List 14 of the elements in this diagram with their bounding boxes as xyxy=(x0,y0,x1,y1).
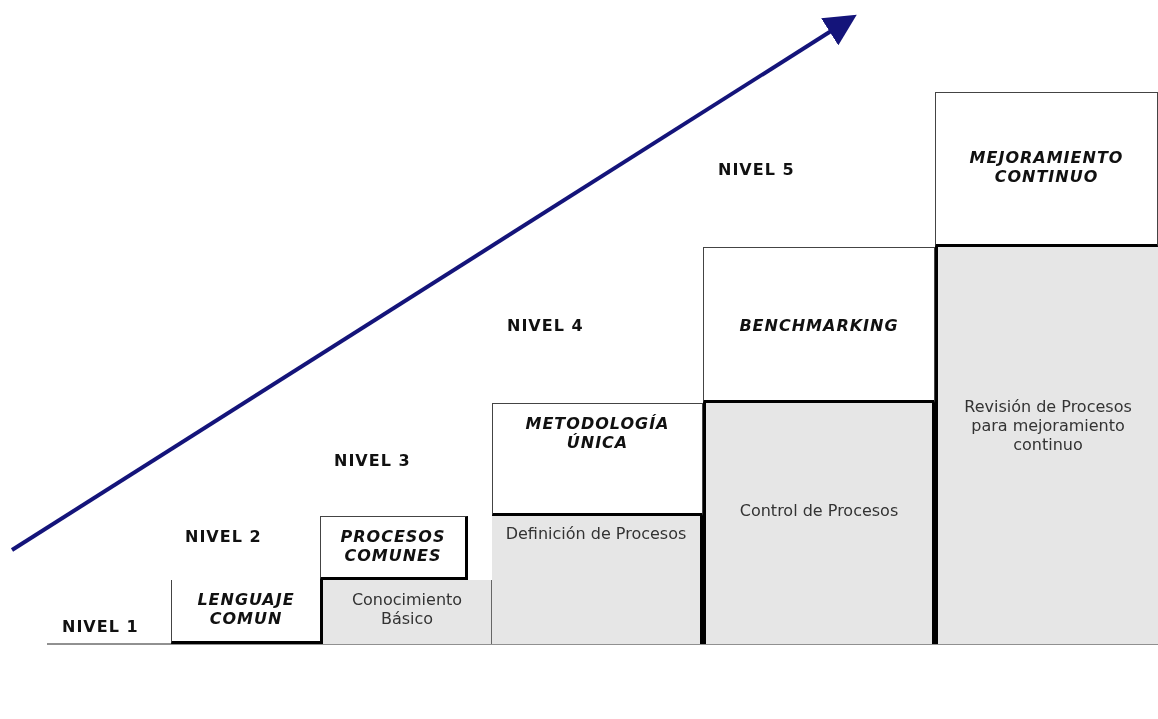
level-heading-box: BENCHMARKING xyxy=(703,247,935,403)
level-heading-box: METODOLOGÍA ÚNICA xyxy=(492,403,703,516)
level-content-box: Definición de Procesos xyxy=(492,516,703,644)
level-content-box: Conocimiento Básico xyxy=(320,580,492,644)
level-heading-box: LENGUAJE COMUN xyxy=(171,580,320,644)
level-label: NIVEL 3 xyxy=(334,451,411,470)
level-label: NIVEL 2 xyxy=(185,527,262,546)
level-heading-box: PROCESOS COMUNES xyxy=(320,516,468,580)
level-heading-box: MEJORAMIENTO CONTINUO xyxy=(935,92,1158,247)
level-label: NIVEL 5 xyxy=(718,160,795,179)
level-label: NIVEL 1 xyxy=(62,617,139,636)
level-content-box: Control de Procesos xyxy=(703,403,935,644)
level-label: NIVEL 4 xyxy=(507,316,584,335)
level-content-box: Revisión de Procesos para mejoramiento continuo xyxy=(935,247,1158,644)
